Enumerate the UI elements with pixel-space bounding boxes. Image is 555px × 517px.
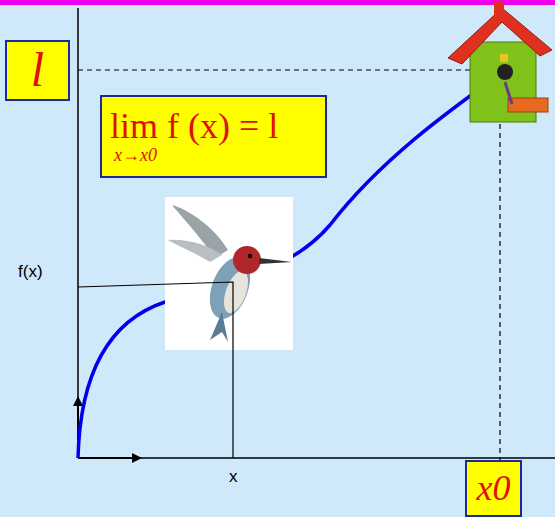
x-value-label: x: [229, 467, 238, 487]
limit-formula-box: lim f (x) = lx→x0: [100, 95, 327, 178]
limit-dash-v: [499, 70, 500, 517]
box-text: x0: [475, 469, 512, 509]
birdhouse-picture: [448, 2, 552, 122]
box-text: lim f (x) = l: [110, 107, 317, 147]
top-bar: [0, 0, 555, 5]
box-subscript: x→x0: [114, 146, 317, 166]
limit-dash-h: [78, 69, 500, 70]
limit-point-box: x0: [465, 460, 522, 517]
unit-arrow-x: [78, 457, 140, 459]
function-curve: [78, 72, 503, 458]
x-axis: [78, 457, 555, 459]
function-value-label: f(x): [18, 262, 43, 282]
limit-value-box: l: [5, 40, 70, 101]
box-text: l: [15, 44, 60, 97]
bird-picture: [165, 197, 293, 350]
y-axis: [77, 8, 79, 458]
fx-leader: [78, 282, 233, 458]
